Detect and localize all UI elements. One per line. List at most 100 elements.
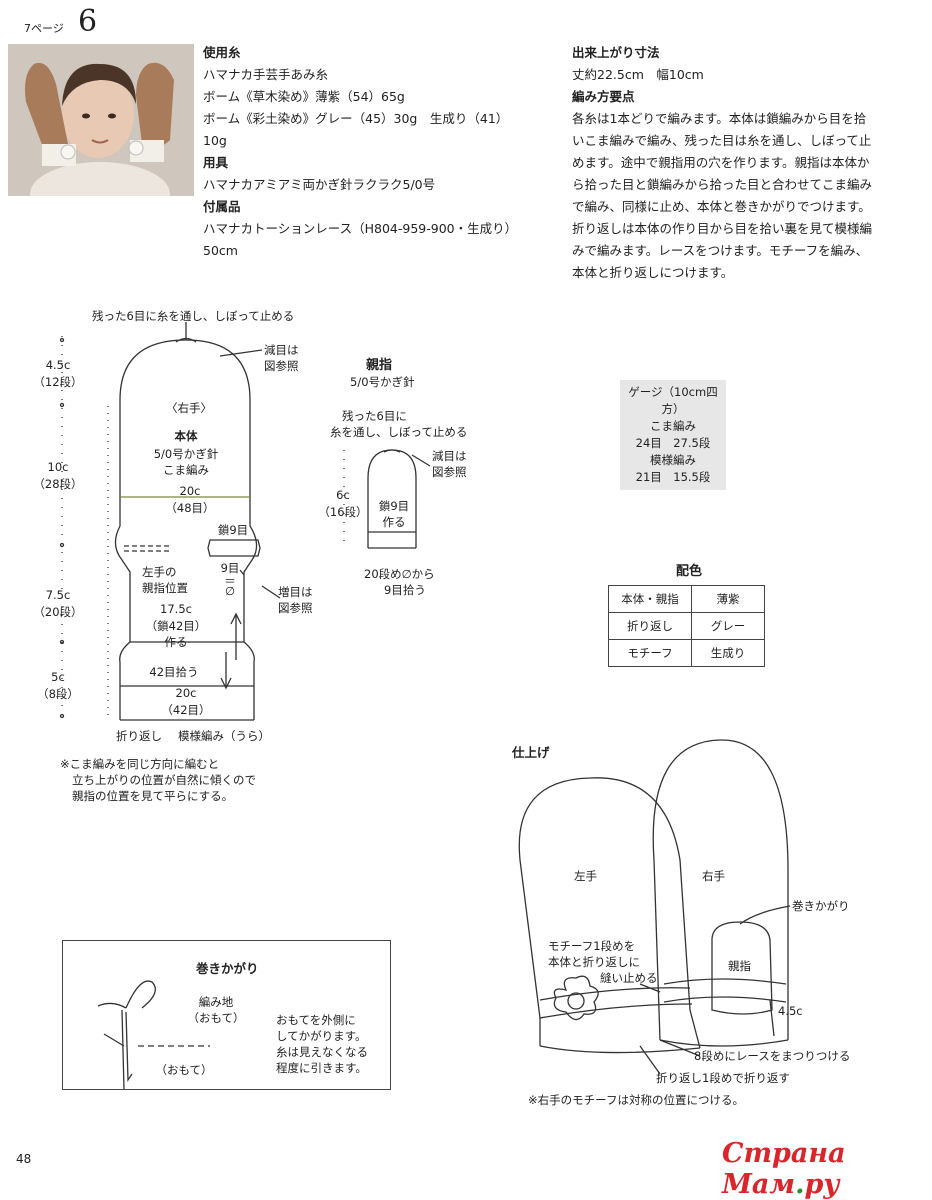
width-20-stitches: （48目）	[165, 501, 215, 515]
cuff-width-stitches: （42目）	[161, 703, 211, 717]
dim-5: 5c	[51, 670, 65, 684]
materials-section: 使用糸 ハマナカ手芸手あみ糸 ボーム《草木染め》薄紫（54）65g ボーム《彩土…	[203, 42, 517, 262]
dim-4-5: 4.5c	[45, 358, 71, 372]
yarn-line: ボーム《彩土染め》グレー（45）30g 生成り（41）	[203, 111, 509, 126]
points-line: いこま編みで編み、残った目は糸を通し、しぼって止	[572, 133, 872, 148]
finish-dim: 4.5c	[778, 1004, 803, 1018]
gauge-line: こま編み	[650, 419, 696, 433]
body-title: 本体	[174, 429, 198, 443]
thumb-pick: 20段め∅から	[364, 567, 435, 581]
whip-front: （おもて）	[155, 1063, 213, 1077]
whip-desc: 程度に引きます。	[276, 1061, 367, 1075]
points-line: めます。途中で親指用の穴を作ります。親指は本体か	[572, 155, 870, 170]
points-line: で編み、同様に止め、本体と巻きかがりでつけます。	[572, 199, 871, 214]
attachments-line: ハマナカトーションレース（H804-959-900・生成り）	[203, 221, 518, 236]
body-stitch: こま編み	[163, 463, 209, 477]
thumb-title: 親指	[366, 358, 393, 373]
tools-heading: 用具	[203, 155, 229, 170]
body-note: 立ち上がりの位置が自然に傾くので	[72, 773, 256, 787]
pattern-number: 6	[78, 4, 98, 39]
thumb-dim-rows: （16段）	[318, 505, 368, 519]
left-thumb-position: 親指位置	[142, 581, 188, 595]
dim-5-rows: （8段）	[37, 687, 79, 701]
watermark-tld: ру	[804, 1169, 840, 1200]
width-20: 20c	[179, 484, 201, 498]
attachments-line: 50cm	[203, 243, 238, 258]
whip-fabric: 編み地	[198, 995, 234, 1009]
thumb-label: 親指	[728, 959, 751, 973]
cuff-pattern: 模様編み（うら）	[178, 729, 270, 743]
photo-illustration	[8, 44, 194, 196]
points-line: 本体と折り返しにつけます。	[572, 265, 734, 280]
body-note: ※こま編みを同じ方向に編むと	[60, 757, 220, 771]
pick-42: 42目拾う	[149, 665, 199, 679]
points-line: 折り返しは本体の作り目から目を拾い裏を見て模様編	[572, 221, 873, 236]
lace-note: 8段めにレースをまつりつける	[694, 1049, 851, 1063]
whip-label: 巻きかがり	[792, 899, 850, 913]
table-row: 折り返し グレー	[608, 612, 765, 640]
whip-desc: 糸は見えなくなる	[276, 1045, 368, 1059]
thumb-dec-ref: 図参照	[432, 465, 467, 479]
page-number: 48	[16, 1152, 32, 1166]
cuff-label: 折り返し	[116, 729, 162, 743]
points-heading: 編み方要点	[572, 89, 635, 104]
instructions-section: 出来上がり寸法 丈約22.5cm 幅10cm 編み方要点 各糸は1本どりで編みま…	[572, 42, 922, 284]
dim-10-rows: （28段）	[33, 477, 83, 491]
gauge-box: ゲージ（10cm四方） こま編み 24目 27.5段 模様編み 21目 15.5…	[620, 380, 726, 490]
dim-10: 10c	[47, 460, 69, 474]
thumb-pick-count: 9目拾う	[384, 583, 426, 597]
color-table: 本体・親指 薄紫 折り返し グレー モチーフ 生成り	[608, 585, 765, 667]
color-part: 本体・親指	[608, 585, 692, 613]
body-note: 親指の位置を見て平らにする。	[72, 789, 234, 803]
thumb-top-note: 糸を通し、しぼって止める	[330, 425, 468, 439]
whip-desc: おもてを外側に	[276, 1013, 356, 1027]
points-line: みで編みます。レースをつけます。モチーフを編み、	[572, 243, 869, 258]
dim-7-5-rows: （20段）	[33, 605, 83, 619]
cuff-width-20: 20c	[175, 686, 197, 700]
body-top-note: 残った6目に糸を通し、しぼって止める	[92, 309, 295, 323]
thumb-chain-make: 作る	[382, 515, 406, 529]
left-hand-label: 左手	[574, 869, 597, 883]
tools-line: ハマナカアミアミ両かぎ針ラクラク5/0号	[203, 177, 436, 192]
whip-fabric-front: （おもて）	[187, 1011, 245, 1025]
body-dec-note: 減目は	[264, 343, 299, 357]
color-value: 薄紫	[691, 585, 765, 613]
start-mark: ∅	[224, 584, 236, 598]
dim-4-5-rows: （12段）	[33, 375, 83, 389]
whip-heading: 巻きかがり	[196, 961, 259, 976]
color-value: グレー	[691, 612, 765, 640]
page-reference: 7ページ	[24, 22, 64, 35]
body-dec-ref: 図参照	[264, 359, 299, 373]
size-heading: 出来上がり寸法	[572, 45, 660, 60]
inc-note: 増目は	[278, 585, 313, 599]
whip-stitch-box	[62, 940, 391, 1090]
yarn-heading: 使用糸	[203, 45, 241, 60]
thumb-dec-note: 減目は	[432, 449, 467, 463]
width-17-5-chain: （鎖42目）	[145, 619, 207, 633]
equal-mark: ＝	[224, 574, 236, 588]
left-thumb-label: 左手の	[142, 565, 177, 579]
model-photo	[8, 44, 194, 196]
right-hand-label: 〈右手〉	[166, 401, 212, 415]
motif-note: 縫い止める	[600, 971, 658, 985]
gauge-line: 21目 15.5段	[635, 470, 711, 484]
color-part: 折り返し	[608, 612, 692, 640]
right-hand-label: 右手	[702, 869, 725, 883]
thumb-dim: 6c	[336, 488, 350, 502]
points-line: ら拾った目と鎖編みから拾った目と合わせてこま編み	[572, 177, 873, 192]
table-row: 本体・親指 薄紫	[608, 585, 765, 613]
attachments-heading: 付属品	[203, 199, 241, 214]
yarn-line: ボーム《草木染め》薄紫（54）65g	[203, 89, 405, 104]
size-text: 丈約22.5cm 幅10cm	[572, 67, 704, 82]
fold-note: 折り返し1段めで折り返す	[656, 1071, 790, 1085]
body-hook: 5/0号かぎ針	[153, 447, 219, 461]
thumb-hook: 5/0号かぎ針	[350, 375, 415, 389]
dim-7-5: 7.5c	[45, 588, 71, 602]
thumb-chain: 鎖9目	[378, 499, 410, 513]
finishing-note: ※右手のモチーフは対称の位置につける。	[528, 1093, 744, 1107]
gauge-line: 模様編み	[650, 453, 696, 467]
width-17-5: 17.5c	[160, 602, 192, 616]
points-line: 各糸は1本どりで編みます。本体は鎖編みから目を拾	[572, 111, 867, 126]
table-row: モチーフ 生成り	[608, 639, 765, 667]
